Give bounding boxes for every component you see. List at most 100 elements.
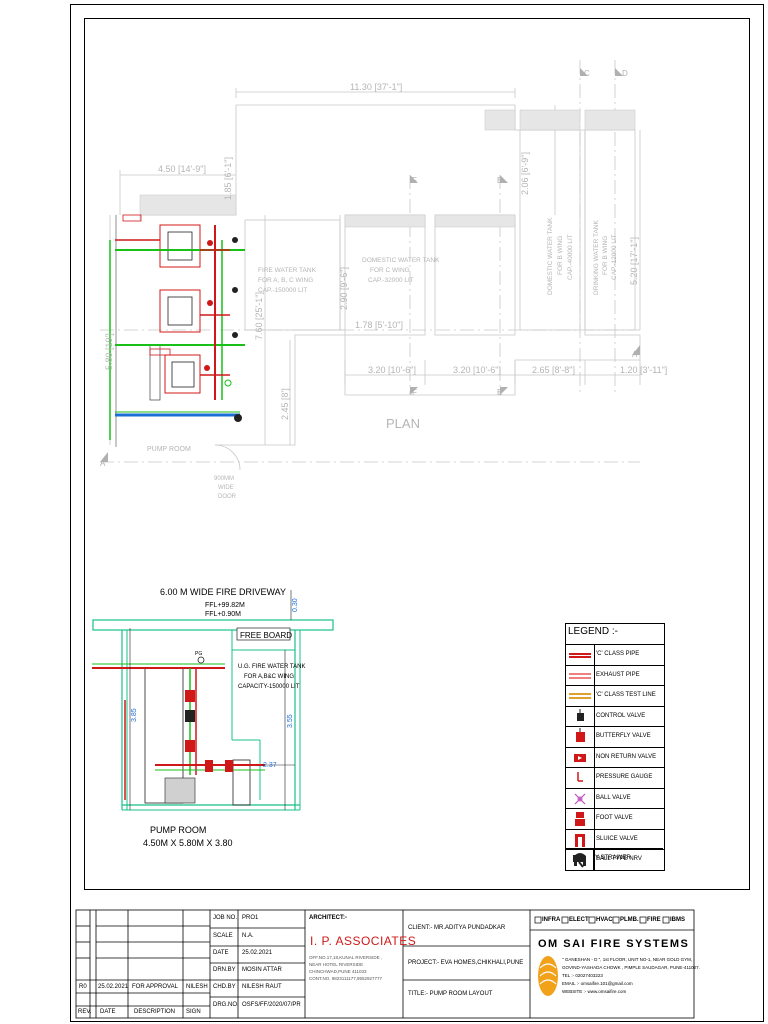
door-l2: WIDE <box>218 485 234 491</box>
architect-addr-3: CHINCHWAD,PUNE 411033 <box>309 969 367 974</box>
pressure-gauge-icon <box>566 768 595 789</box>
marker-f-bottom: F <box>412 388 417 397</box>
test-line-icon <box>566 686 595 707</box>
plan-dims: 11.30 [37'-1"] 4.50 [14'-9"] 1.85 [6'-1"… <box>104 82 667 420</box>
legend-item: BUTTERFLY VALVE <box>566 726 664 748</box>
legend-label: BUTTERFLY VALVE <box>596 733 651 739</box>
legend-item: PRESSURE GAUGE <box>566 767 664 789</box>
section-room-title: PUMP ROOM <box>150 825 206 835</box>
rev-head-date: DATE <box>100 1009 116 1015</box>
dim-mid-h: 1.78 [5'-10"] <box>355 320 403 330</box>
scale-label: SCALE <box>213 933 233 939</box>
ball-valve-icon <box>566 788 595 809</box>
dim-left-h: 1.85 [6'-1"] <box>223 157 233 200</box>
legend-label: SLUICE VALVE <box>596 835 638 842</box>
sluice-valve-icon <box>566 829 595 850</box>
dim-b1: 3.20 [10'-6"] <box>368 365 416 375</box>
marker-a-right: A <box>632 350 638 359</box>
rev-sign: NILESH <box>186 984 208 990</box>
check-ibms: IBMS <box>670 917 685 923</box>
tank4-l3: CAP.-12000 LIT <box>611 234 618 280</box>
plan-marker-labels: A A C D E F E F <box>100 69 638 468</box>
plan-pump-room <box>109 214 245 447</box>
architect-addr-2: NEAR HOTEL RIVERSIDE <box>309 962 364 967</box>
tank2-l1: DOMESTIC WATER TANK <box>362 257 440 264</box>
dim-left-w: 4.50 [14'-9"] <box>158 164 206 174</box>
plan-hatch <box>139 109 636 228</box>
tank3-l3: CAP.-40000 LIT <box>567 234 574 280</box>
butterfly-valve-icon <box>566 727 595 748</box>
legend-label: EXHAUST PIPE <box>596 671 640 678</box>
section-room-size: 4.50M X 5.80M X 3.80 <box>143 838 233 848</box>
marker-e-bottom: E <box>497 388 502 397</box>
company-addr-3: TEL :- 02027403223 <box>562 973 603 978</box>
rev-desc: FOR APPROVAL <box>132 984 178 990</box>
marker-a-left: A <box>100 459 106 468</box>
plan-tank-labels: FIRE WATER TANK FOR A, B, C WING CAP.-15… <box>258 217 618 295</box>
company-addr-4: EMAIL :- omsaifire.101@gmail.com <box>562 981 633 986</box>
check-plmb: PLMB. <box>620 917 639 923</box>
company-name: OM SAI FIRE SYSTEMS <box>538 938 690 950</box>
company-addr-2: GOVIND-YASHADA CHOWK , PIMPLE SAUDAGAR, … <box>562 965 700 970</box>
chd-label: CHD.BY <box>213 984 236 990</box>
tank4-l1: DRINKING WATER TANK <box>593 219 600 295</box>
drg-label: DRG.NO. <box>213 1002 239 1008</box>
dim-top: 11.30 [37'-1"] <box>350 82 402 92</box>
drawing-frame <box>84 18 750 890</box>
checkboxes <box>534 916 670 924</box>
title-text: TITLE:- PUMP ROOM LAYOUT <box>408 991 493 997</box>
legend-item: 'C' CLASS TEST LINE <box>566 685 664 707</box>
legend-item: BALL VALVE <box>566 787 664 809</box>
door-l1: 900MM <box>214 476 234 482</box>
tank4-l2: FOR B WING <box>602 236 609 275</box>
c-class-pipe-icon <box>566 645 595 666</box>
architect-addr-1: OFF.NO.17,18,KUNAL RIVERSIDE , <box>309 955 383 960</box>
door-l3: DOOR <box>218 494 237 500</box>
dim-vert-left: 5.80 [19'] <box>104 333 114 370</box>
architect-addr-4: CONT.NO. 9823111177,9552927777 <box>309 976 383 981</box>
tank1-l1: FIRE WATER TANK <box>258 267 317 274</box>
tank1-l3: CAP.-150000 LIT <box>258 287 307 294</box>
rev-head-desc: DESCRIPTION <box>134 1009 176 1015</box>
check-fire: FIRE <box>647 917 661 923</box>
tank1-l2: FOR A, B, C WING <box>258 277 313 284</box>
control-valve-icon <box>566 706 595 727</box>
rev-date: 25.02.2021 <box>98 984 129 990</box>
legend-item: NON RETURN VALVE <box>566 746 664 768</box>
date-label: DATE <box>213 950 229 956</box>
legend-item: Y-STRAINER <box>565 848 663 871</box>
tank2-l3: CAP.-32000 LIT <box>368 277 414 284</box>
rev-value: R0 <box>79 984 87 990</box>
marker-f-top: F <box>412 176 417 185</box>
section-dim-left: 3.85 <box>131 708 138 722</box>
tank2-l2: FOR C WING <box>370 267 410 274</box>
legend-label: Y-STRAINER <box>595 855 631 861</box>
legend-label: FOOT VALVE <box>596 815 633 821</box>
scale-value: N.A. <box>242 933 254 939</box>
dim-vert-right: 5.20 [17'-1"] <box>629 237 639 285</box>
dim-vert-tank: 2.90 [9'-6"] <box>339 267 349 310</box>
legend-label: 'C' CLASS TEST LINE <box>596 692 656 698</box>
dim-vert-bottom: 2.45 [8'] <box>280 388 290 420</box>
legend-title: LEGEND :- <box>568 626 619 637</box>
dim-b2: 3.20 [10'-6"] <box>453 365 501 375</box>
chd-value: NILESH RAUT <box>242 984 282 990</box>
check-hvac: HVAC <box>596 917 613 923</box>
section-tank-l3: CAPACITY-150000 LIT <box>238 684 300 690</box>
legend-label: NON RETURN VALVE <box>596 753 657 760</box>
date-value: 25.02.2021 <box>242 950 273 956</box>
section-tank-l1: U.G. FIRE WATER TANK <box>238 664 305 670</box>
client-text: CLIENT:- MR.ADITYA PUNDADKAR <box>408 925 506 931</box>
exhaust-pipe-icon <box>566 665 595 686</box>
section-dim-h: 2.37 <box>263 762 277 769</box>
tank3-l1: DOMESTIC WATER TANK <box>547 217 554 295</box>
legend-label: CONTROL VALVE <box>596 712 646 719</box>
rev-head-rev: REV. <box>78 1009 92 1015</box>
section-ffl1: FFL+99.82M <box>205 602 245 609</box>
drg-value: OSFS/FF/2020/07/PR <box>242 1002 301 1008</box>
legend-label: BALL VALVE <box>596 794 631 801</box>
section-driveway: 6.00 M WIDE FIRE DRIVEWAY <box>160 587 286 597</box>
